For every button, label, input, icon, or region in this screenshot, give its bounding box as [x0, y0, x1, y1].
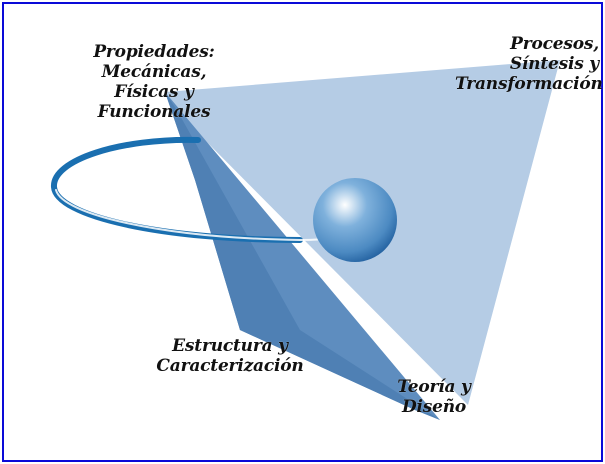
label-propiedades-line1: Propiedades:	[93, 42, 215, 62]
orbit-ring	[51, 136, 303, 243]
tetrahedron-face-dark	[165, 92, 440, 420]
label-estructura: Estructura y Caracterización	[140, 336, 320, 376]
tetrahedron-edge-strip	[165, 92, 440, 420]
label-procesos-line1: Procesos,	[510, 34, 599, 54]
label-teoria: Teoría y Diseño	[390, 377, 478, 417]
label-propiedades-line4: Funcionales	[97, 102, 211, 122]
label-estructura-line1: Estructura y	[172, 336, 288, 356]
label-procesos-line2: Síntesis y	[509, 54, 599, 74]
label-procesos: Procesos, Síntesis y Transformación	[455, 34, 603, 94]
label-propiedades: Propiedades: Mecánicas, Físicas y Funcio…	[80, 42, 228, 122]
label-propiedades-line3: Físicas y	[114, 82, 194, 102]
label-teoria-line1: Teoría y	[397, 377, 471, 397]
label-propiedades-line2: Mecánicas,	[101, 62, 207, 82]
label-estructura-line2: Caracterización	[156, 356, 304, 376]
label-procesos-line3: Transformación	[455, 74, 603, 94]
label-teoria-line2: Diseño	[401, 397, 467, 417]
sphere-icon	[313, 178, 397, 262]
